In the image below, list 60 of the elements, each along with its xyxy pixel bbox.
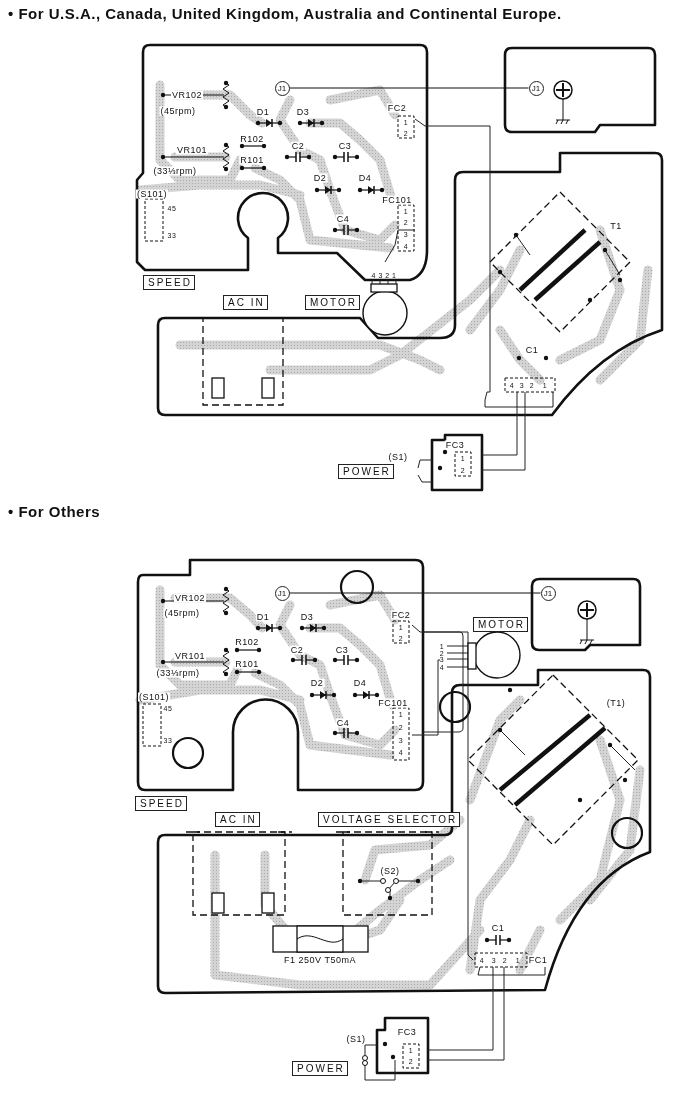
component-label: C3 <box>337 141 353 151</box>
boxed-label: POWER <box>292 1061 348 1076</box>
component-label: D1 <box>255 107 271 117</box>
component-label: D3 <box>295 107 311 117</box>
boxed-label: VOLTAGE SELECTOR <box>318 812 461 827</box>
component-label: R102 <box>234 637 260 647</box>
component-label: FC3 <box>444 440 466 450</box>
component-label: D2 <box>312 173 328 183</box>
component-label: D4 <box>357 173 373 183</box>
boxed-label: AC IN <box>215 812 260 827</box>
component-label: C2 <box>289 645 305 655</box>
component-label: (S1) <box>387 452 409 462</box>
component-label: F1 250V T50mA <box>283 955 357 965</box>
connecting-wire <box>288 592 542 594</box>
jack-circle: J1 <box>528 80 544 96</box>
component-label: VR101 <box>176 145 208 155</box>
jack-circle: J1 <box>274 585 290 601</box>
component-label: C4 <box>335 718 351 728</box>
component-label: FC2 <box>386 103 408 113</box>
component-label: (33⅓rpm) <box>155 668 201 678</box>
component-label: C3 <box>334 645 350 655</box>
component-label: (S101) <box>136 189 168 199</box>
component-label: (S101) <box>138 692 170 702</box>
component-label: T1 <box>609 221 623 231</box>
component-label: VR101 <box>174 651 206 661</box>
component-label: C1 <box>490 923 506 933</box>
component-label: VR102 <box>174 593 206 603</box>
component-label: (S1) <box>345 1034 367 1044</box>
component-label: FC2 <box>390 610 412 620</box>
section-heading: • For Others <box>8 503 101 519</box>
component-label: VR102 <box>171 90 203 100</box>
component-label: (33⅓rpm) <box>152 166 198 176</box>
connecting-wire <box>288 87 530 89</box>
boxed-label: SPEED <box>143 275 195 290</box>
component-label: FC3 <box>396 1027 418 1037</box>
component-label: R102 <box>239 134 265 144</box>
component-label: C2 <box>290 141 306 151</box>
jack-circle: J1 <box>540 585 556 601</box>
component-label: (T1) <box>605 698 627 708</box>
component-label: FC101 <box>377 698 409 708</box>
component-label: D3 <box>299 612 315 622</box>
section-heading: • For U.S.A., Canada, United Kingdom, Australia and Continental Europe. <box>8 5 562 21</box>
component-label: FC1 <box>527 955 549 965</box>
boxed-label: SPEED <box>135 796 187 811</box>
component-label: C1 <box>524 345 540 355</box>
component-label: (45rpm) <box>163 608 201 618</box>
component-label: R101 <box>239 155 265 165</box>
boxed-label: MOTOR <box>305 295 361 310</box>
component-label: C4 <box>335 214 351 224</box>
component-label: D2 <box>309 678 325 688</box>
component-label: FC101 <box>381 195 413 205</box>
component-label: (S2) <box>379 866 401 876</box>
component-label: R101 <box>234 659 260 669</box>
boxed-label: AC IN <box>223 295 268 310</box>
jack-circle: J1 <box>274 80 290 96</box>
boxed-label: MOTOR <box>473 617 529 632</box>
component-label: D1 <box>255 612 271 622</box>
component-label: (45rpm) <box>159 106 197 116</box>
boxed-label: POWER <box>338 464 394 479</box>
component-label: D4 <box>352 678 368 688</box>
